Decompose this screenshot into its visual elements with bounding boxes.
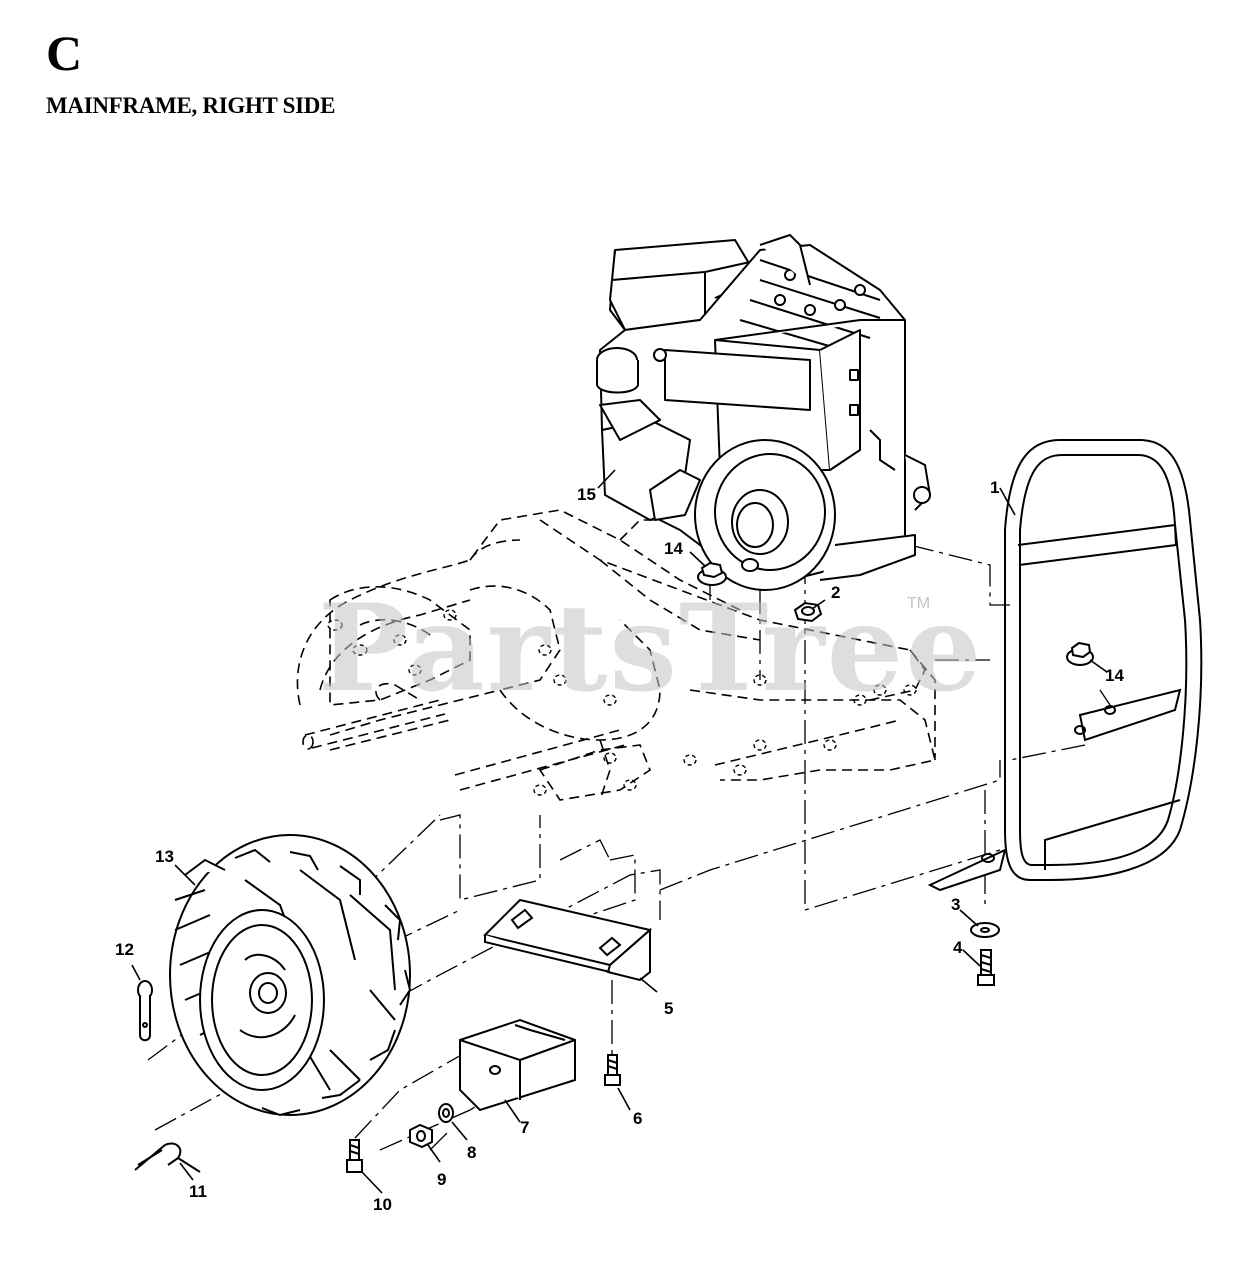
weight (459, 1018, 576, 1112)
callout-8: 8 (467, 1143, 476, 1162)
callout-14b: 14 (1105, 666, 1124, 685)
watermark-trademark: TM (907, 595, 930, 612)
bumper-frame (927, 439, 1203, 892)
callout-14a: 14 (664, 539, 683, 558)
section-title: MAINFRAME, RIGHT SIDE (46, 93, 336, 118)
bolt-6 (604, 1054, 621, 1086)
callout-9: 9 (437, 1170, 446, 1189)
bolt-10 (346, 1139, 363, 1173)
flange-nut-14b (1066, 641, 1094, 666)
section-letter: C (46, 25, 83, 81)
callout-2: 2 (831, 583, 840, 602)
callout-7: 7 (520, 1118, 529, 1137)
leader-lines (131, 469, 1108, 1194)
callout-6: 6 (633, 1109, 642, 1128)
watermark-text: PartsTree (318, 578, 983, 719)
callout-10: 10 (373, 1195, 392, 1214)
bolt-4 (977, 949, 995, 986)
clevis-pin-12 (137, 980, 153, 1042)
callouts: 1 2 3 4 5 6 7 8 9 10 11 12 13 14 14 15 (115, 478, 1124, 1214)
callout-4: 4 (953, 938, 963, 957)
axle-shaft-phantom (302, 699, 626, 791)
nut-9 (409, 1123, 433, 1149)
callout-3: 3 (951, 895, 960, 914)
watermark: PartsTree TM (318, 578, 983, 719)
hairpin-clip-11 (134, 1142, 201, 1173)
wheel (169, 834, 412, 1117)
callout-13: 13 (155, 847, 174, 866)
engine (596, 234, 931, 591)
mainframe-phantom (296, 509, 936, 801)
washer-3 (970, 922, 1000, 938)
callout-11: 11 (189, 1182, 207, 1201)
bracket (483, 898, 653, 982)
callout-12: 12 (115, 940, 134, 959)
callout-15: 15 (577, 485, 596, 504)
callout-1: 1 (990, 478, 999, 497)
flange-nut-14a (697, 561, 727, 586)
callout-5: 5 (664, 999, 673, 1018)
lock-washer-8 (438, 1103, 454, 1123)
mainframe-holes (327, 609, 917, 796)
